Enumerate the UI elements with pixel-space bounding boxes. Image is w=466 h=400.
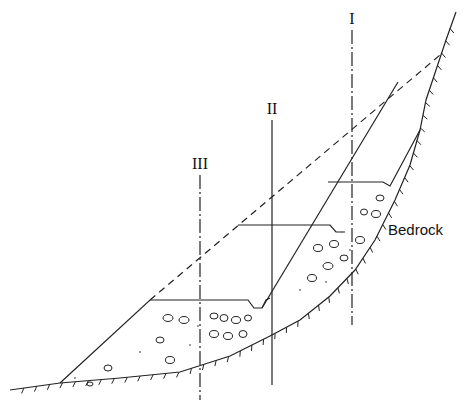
hatch-tick	[297, 321, 298, 327]
hatch-tick	[347, 278, 349, 284]
hatch-tick	[356, 269, 358, 274]
hatch-tick	[438, 65, 442, 69]
section-number: II	[267, 101, 278, 117]
hatch-tick	[274, 333, 275, 339]
section-line-ii	[271, 120, 272, 385]
hatch-tick	[151, 375, 153, 380]
hatch-tick	[446, 41, 450, 45]
bedrock-surface	[10, 12, 456, 390]
hatch-tick	[420, 128, 424, 132]
boulders	[87, 195, 384, 386]
hatch-tick	[394, 201, 397, 206]
hatch-tick	[263, 339, 264, 345]
upper-step	[328, 130, 420, 186]
slope-lines	[10, 12, 456, 400]
hatch-tick	[377, 236, 380, 241]
hatch-tick	[370, 247, 372, 252]
rock-label: Bedrock	[388, 222, 443, 237]
hatch-tick	[60, 383, 63, 388]
hatch-tick	[227, 356, 228, 362]
hatch-tick	[202, 364, 203, 370]
hatch-tick	[318, 305, 320, 311]
hatch-tick	[450, 29, 454, 34]
hatch-tick	[164, 373, 166, 378]
hatch-tick	[215, 360, 216, 366]
hatch-tick	[286, 327, 287, 333]
section-line-i	[351, 30, 352, 325]
bedrock-hatching	[22, 29, 454, 394]
hatch-tick	[22, 388, 24, 393]
hatch-tick	[405, 177, 408, 182]
middle-step	[238, 225, 345, 232]
hatch-tick	[190, 368, 191, 374]
section-number: I	[349, 11, 354, 27]
hatch-tick	[363, 258, 365, 263]
hatch-tick	[442, 53, 446, 57]
hatch-tick	[433, 78, 437, 82]
hatch-tick	[425, 103, 429, 107]
hatch-tick	[413, 153, 417, 157]
hatch-tick	[383, 225, 386, 230]
hatch-tick	[177, 372, 179, 377]
hatch-tick	[423, 115, 427, 119]
hatch-tick	[138, 376, 140, 381]
hatch-tick	[73, 382, 76, 387]
hatch-tick	[34, 386, 36, 391]
section-line-iii	[199, 175, 200, 400]
hatch-tick	[47, 384, 49, 389]
slip-line	[262, 82, 398, 308]
hatch-tick	[400, 189, 403, 194]
hatch-tick	[125, 377, 127, 382]
hatch-tick	[308, 313, 310, 319]
original-ground	[150, 55, 440, 300]
hatch-tick	[99, 380, 102, 385]
hatch-tick	[410, 166, 414, 171]
hatch-tick	[338, 288, 340, 294]
hatch-tick	[328, 297, 330, 303]
hatch-tick	[251, 345, 252, 351]
hatch-tick	[429, 90, 433, 94]
section-number: III	[192, 156, 208, 172]
hatch-tick	[112, 378, 115, 383]
sand-dots	[74, 249, 351, 379]
hatch-tick	[417, 141, 421, 145]
hatch-tick	[389, 213, 392, 218]
lower-deposit-outline	[60, 298, 270, 383]
hatch-tick	[239, 351, 240, 357]
